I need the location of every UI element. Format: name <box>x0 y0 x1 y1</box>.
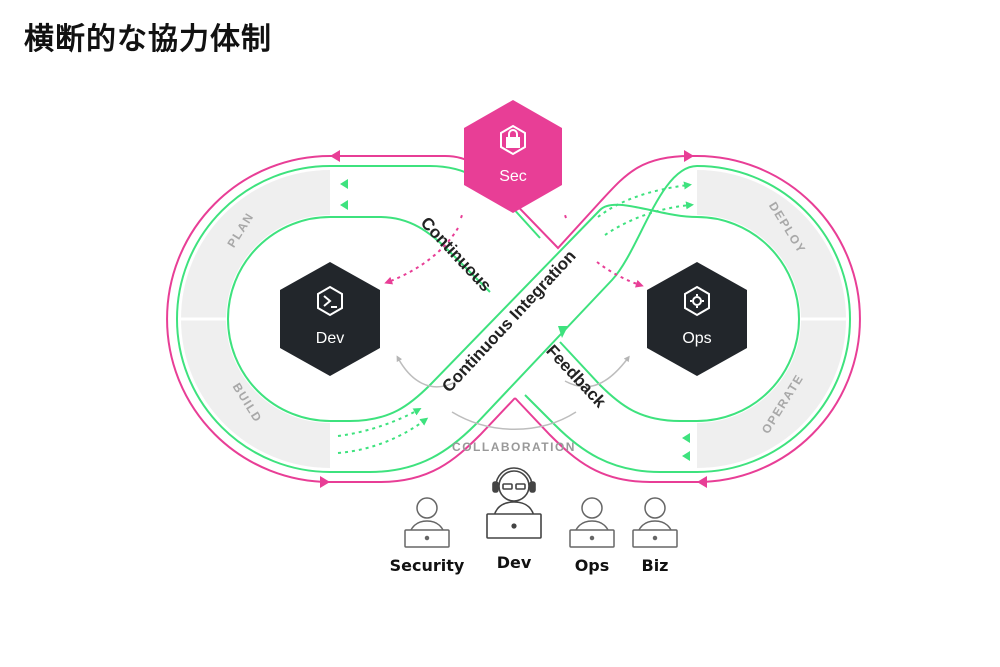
continuous-label: Continuous <box>417 213 495 295</box>
page-title: 横断的な協力体制 <box>24 22 272 57</box>
lock-icon <box>500 124 526 156</box>
gray-arcs <box>396 355 630 430</box>
sector-left <box>181 170 434 468</box>
magenta-dotted-flows <box>384 211 644 288</box>
person-laptop-icon <box>569 497 615 548</box>
person-laptop-icon <box>632 497 678 548</box>
collaboration-label: COLLABORATION <box>452 440 576 454</box>
gear-icon <box>684 285 710 317</box>
dev-hexagon: Dev <box>280 262 380 376</box>
person-dev: Dev <box>486 467 542 572</box>
person-headset-laptop-icon <box>486 467 542 539</box>
person-label-security: Security <box>390 556 465 575</box>
person-label-biz: Biz <box>642 556 669 575</box>
dev-hex-label: Dev <box>316 330 344 347</box>
green-inner-loop <box>227 203 800 422</box>
person-biz: Biz <box>632 497 678 575</box>
person-ops: Ops <box>569 497 615 575</box>
person-label-ops: Ops <box>575 556 610 575</box>
ops-hex-label: Ops <box>682 330 711 347</box>
magenta-arrows <box>320 150 707 488</box>
dotted-flows <box>337 181 694 454</box>
person-security: Security <box>390 497 465 575</box>
ops-hexagon: Ops <box>647 262 747 376</box>
terminal-icon <box>317 285 343 317</box>
green-arrows <box>340 179 690 461</box>
person-laptop-icon <box>404 497 450 548</box>
person-label-dev: Dev <box>497 553 532 572</box>
sec-hexagon: Sec <box>464 100 562 213</box>
sec-label: Sec <box>499 168 527 185</box>
